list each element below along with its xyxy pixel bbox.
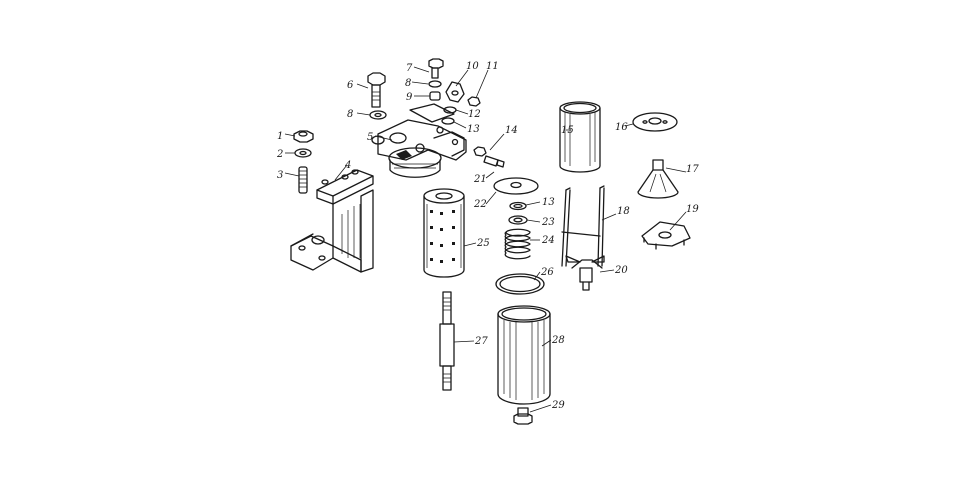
label-4: 4 <box>344 160 351 171</box>
label-27: 27 <box>474 336 488 347</box>
label-10: 10 <box>466 61 479 72</box>
label-16: 16 <box>615 122 628 133</box>
label-21: 21 <box>473 174 487 185</box>
part-3-stud <box>298 166 308 194</box>
part-19-spider <box>641 221 691 250</box>
part-21-washer <box>493 177 539 195</box>
part-6-bolt <box>367 72 386 108</box>
label-11: 11 <box>486 61 499 72</box>
part-27-center-rod <box>439 291 455 391</box>
part-29-drain-plug <box>513 407 533 425</box>
label-5: 5 <box>367 132 373 143</box>
part-2-washer <box>294 148 312 158</box>
part-25-filter-element <box>423 188 465 278</box>
callout-labels: 1 2 3 4 5 6 7 8 8 9 10 11 12 13 13 14 15… <box>276 61 699 411</box>
label-14: 14 <box>505 125 518 136</box>
label-25: 25 <box>476 238 490 249</box>
part-23-washer <box>508 215 528 225</box>
label-3: 3 <box>277 170 283 181</box>
label-6: 6 <box>347 80 354 91</box>
part-26-o-ring <box>495 273 545 295</box>
label-8-lower: 8 <box>347 109 353 120</box>
part-4-bracket <box>290 169 374 273</box>
part-15-filter-element-cup <box>559 101 601 173</box>
label-20: 20 <box>614 265 628 276</box>
part-18-stirrup <box>561 185 605 267</box>
part-14-union-bolt <box>473 146 505 168</box>
label-23: 23 <box>541 217 555 228</box>
part-28-filter-bowl <box>497 305 551 405</box>
part-9-nut <box>429 91 441 101</box>
label-19: 19 <box>686 204 699 215</box>
label-13-lower: 13 <box>542 197 555 208</box>
part-20-wing-nut <box>565 255 605 291</box>
part-11-plug <box>467 96 481 107</box>
part-8-washer-upper <box>428 80 442 88</box>
label-2: 2 <box>276 149 283 160</box>
part-13-gasket-lower <box>509 201 527 211</box>
part-1-nut <box>293 130 314 143</box>
part-16-disc <box>632 112 678 132</box>
part-17-cone <box>637 159 679 199</box>
label-13-upper: 13 <box>467 124 480 135</box>
label-26: 26 <box>540 267 554 278</box>
part-13-gasket-upper <box>441 117 455 125</box>
label-7: 7 <box>406 63 413 74</box>
label-29: 29 <box>551 400 565 411</box>
label-18: 18 <box>617 206 630 217</box>
part-8-washer-lower <box>369 110 387 120</box>
part-5-filter-head <box>371 103 467 178</box>
part-24-spring <box>504 228 531 260</box>
part-7-bolt <box>428 58 444 79</box>
label-12: 12 <box>468 109 481 120</box>
label-8-upper: 8 <box>405 78 411 89</box>
label-28: 28 <box>551 335 565 346</box>
label-9: 9 <box>406 92 413 103</box>
part-10-banjo <box>445 81 465 103</box>
label-1: 1 <box>277 131 283 142</box>
label-17: 17 <box>686 164 699 175</box>
label-15: 15 <box>561 125 574 136</box>
label-22: 22 <box>473 199 487 210</box>
label-24: 24 <box>541 235 555 246</box>
leader-lines <box>284 66 687 413</box>
